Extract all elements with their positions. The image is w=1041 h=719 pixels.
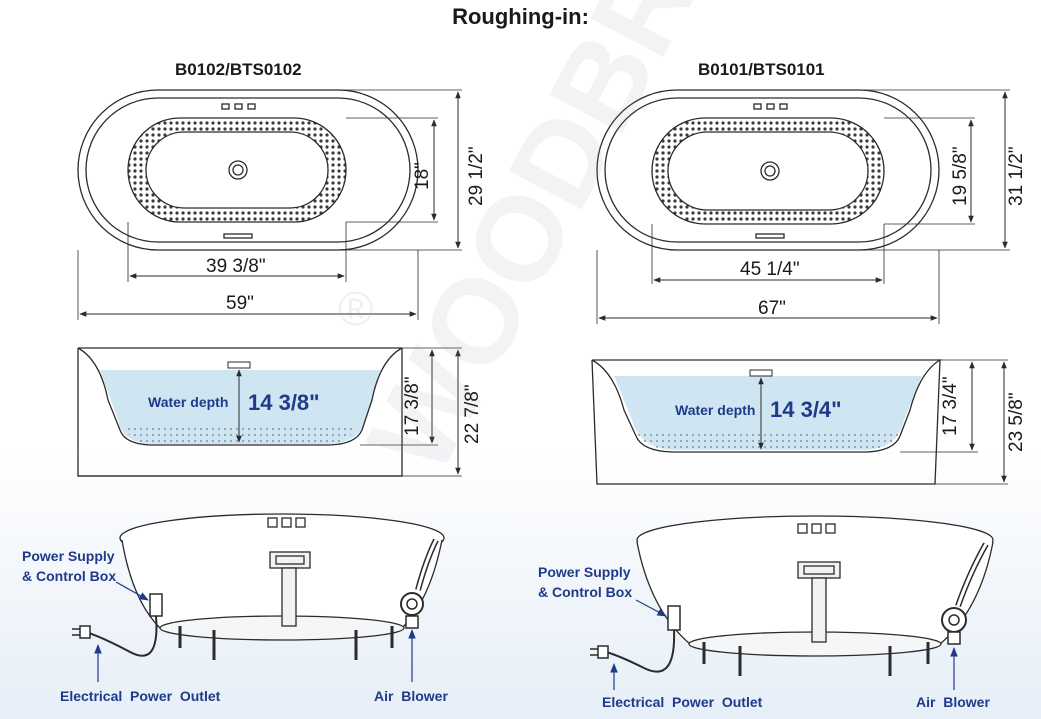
water-depth-label: Water depth [148,394,229,410]
drain-inner-icon [764,165,776,177]
control-box-icon [149,593,163,617]
page-title: Roughing-in: [452,4,589,29]
overflow-icon [755,233,785,239]
drain-icon [760,161,780,181]
power-supply-label-line1: Power Supply [22,548,115,564]
inner-width-label: 19 5/8" [950,146,971,206]
outlet-label: Electrical Power Outlet [602,694,763,710]
control-button-icon [797,523,808,534]
air-blower-label: Air Blower [374,688,448,704]
interior-depth-label: 17 3/8" [402,376,423,436]
perspective-b0102 [72,513,445,682]
air-blower-icon [941,607,967,633]
control-button-icon [779,103,788,110]
control-button-icon [766,103,775,110]
power-cord [605,629,676,673]
plug-icon [597,645,609,659]
control-button-icon [281,517,292,528]
outlet-label: Electrical Power Outlet [60,688,221,704]
tub-bottom [145,131,329,209]
top-view-b0102 [77,89,462,320]
control-box-icon [667,605,681,631]
perspective-b0101 [590,515,994,690]
drain-pipe [281,567,297,627]
overall-width-label: 29 1/2" [466,146,487,206]
inner-length-label: 45 1/4" [740,259,800,280]
overflow-icon [749,369,773,377]
drain-pipe [811,577,827,643]
model-name: B0101/BTS0101 [698,60,825,79]
tub-rim-inner [604,97,932,243]
control-button-icon [811,523,822,534]
callout-leader-power [635,599,667,617]
power-supply-label: Power Supply & Control Box [22,546,116,586]
side-view-b0101 [591,359,1008,485]
power-supply-label: Power Supply & Control Box [538,562,632,602]
side-view-b0102 [77,347,462,477]
control-button-icon [267,517,278,528]
water-depth-value: 14 3/8" [248,390,320,415]
drain-inner-icon [232,164,244,176]
air-blower-label: Air Blower [916,694,990,710]
tub-rim-inner [85,97,411,243]
overall-height-label: 22 7/8" [462,384,483,444]
power-supply-label-line2: & Control Box [538,584,633,600]
water-depth-value: 14 3/4" [770,397,842,422]
overall-length-label: 59" [226,293,254,314]
model-name: B0102/BTS0102 [175,60,302,79]
overflow-icon [223,233,253,239]
power-supply-label-line2: & Control Box [22,568,117,584]
plug-icon [79,625,91,639]
top-view-b0101 [596,89,1010,324]
overflow-icon [227,361,251,369]
overall-length-label: 67" [758,298,786,319]
interior-depth-label: 17 3/4" [940,376,961,436]
overall-height-label: 23 5/8" [1006,392,1027,452]
air-blower-icon [400,592,424,616]
callout-leader-power [115,581,149,601]
inner-width-label: 18" [412,162,433,190]
tub-rim-outer [596,89,940,251]
tub-bottom [667,131,869,211]
control-button-icon [295,517,306,528]
registered-mark: ® [338,283,374,336]
control-button-icon [753,103,762,110]
power-cord [85,615,158,657]
drain-icon [228,160,248,180]
control-button-icon [247,103,256,110]
control-button-icon [221,103,230,110]
inner-length-label: 39 3/8" [206,256,266,277]
power-supply-label-line1: Power Supply [538,564,631,580]
overall-width-label: 31 1/2" [1006,146,1027,206]
control-button-icon [825,523,836,534]
water-depth-label: Water depth [675,402,756,418]
control-button-icon [234,103,243,110]
tub-profile [591,359,943,485]
